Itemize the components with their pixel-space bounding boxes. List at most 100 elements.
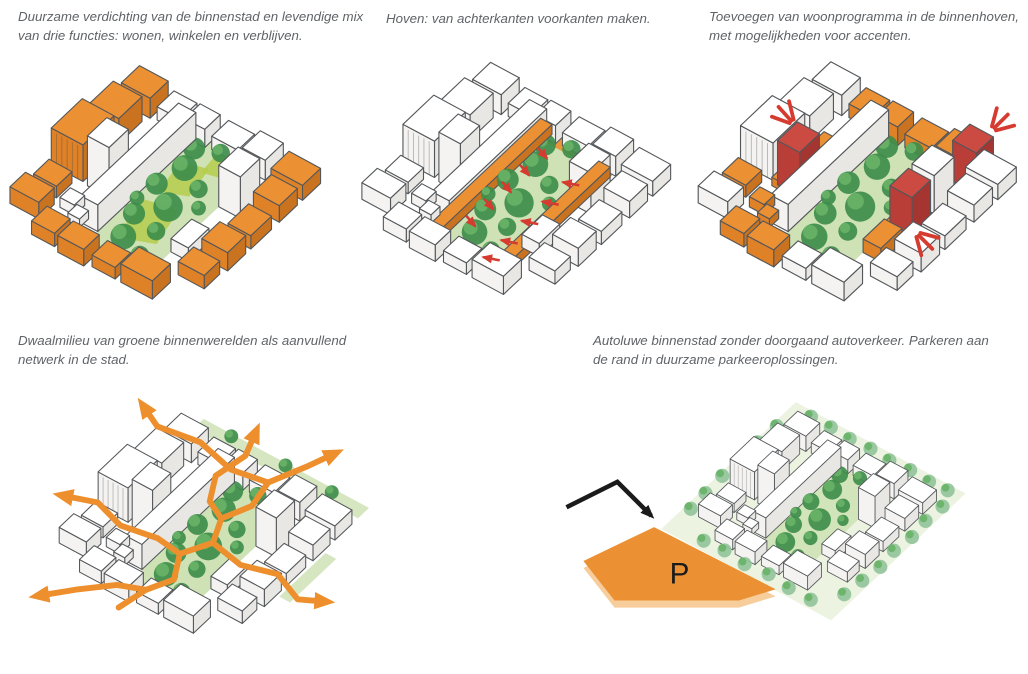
building-face	[50, 98, 115, 146]
building-face	[826, 549, 860, 573]
tree	[824, 420, 833, 429]
tree	[173, 531, 181, 540]
building-face	[472, 61, 520, 96]
diagram-densification	[9, 65, 322, 300]
tree	[804, 531, 813, 540]
building-face	[920, 202, 967, 237]
tree	[147, 173, 160, 186]
building-face	[952, 123, 994, 154]
building-face	[620, 146, 672, 182]
diagram-autoluw: P	[565, 402, 966, 621]
tree	[883, 453, 892, 462]
orange-route	[28, 581, 149, 603]
tree	[716, 469, 724, 478]
building-face	[779, 77, 835, 117]
spark	[787, 99, 796, 122]
tree	[563, 141, 574, 152]
building-face	[781, 240, 823, 269]
tree	[481, 187, 491, 196]
building-face	[734, 529, 768, 553]
building-face	[125, 447, 235, 545]
orange-route	[115, 449, 344, 611]
spark	[994, 123, 1017, 133]
building-face	[131, 461, 172, 491]
red-arrow	[540, 198, 560, 208]
orange-route	[209, 539, 336, 610]
buildings-layer	[361, 61, 672, 295]
building-face	[67, 203, 90, 220]
building-face	[120, 65, 169, 99]
figure-caption-hoven: Hoven: van achterkanten voorkanten maken…	[386, 11, 651, 26]
building-face	[752, 439, 842, 519]
figure-caption-woonprogramma: Toevoegen van woonprogramma in de binnen…	[709, 9, 1019, 44]
building-face	[86, 117, 129, 149]
tree	[782, 581, 791, 590]
tree	[836, 499, 845, 508]
tree	[188, 515, 201, 527]
tree	[874, 560, 883, 569]
building-face	[9, 171, 55, 203]
building-face	[438, 113, 481, 145]
spark	[914, 235, 924, 258]
building-face	[769, 99, 890, 205]
tree	[148, 222, 159, 234]
building-face	[80, 500, 119, 528]
building-face	[277, 474, 318, 503]
building-face	[858, 473, 891, 497]
spark	[992, 112, 1010, 130]
building-face	[170, 218, 210, 249]
tree	[229, 521, 240, 532]
tree	[776, 533, 788, 545]
figure-caption-autoluw: Autoluwe binnenstad zonder doorgaand aut…	[593, 333, 989, 368]
tree	[847, 192, 864, 210]
tree	[838, 587, 846, 596]
building-face	[714, 518, 745, 541]
building-face	[30, 205, 71, 234]
tree	[155, 193, 172, 210]
building-face	[79, 102, 197, 206]
building-face	[862, 218, 903, 249]
building-face	[408, 216, 452, 246]
tree	[905, 142, 917, 154]
building-face	[884, 494, 920, 519]
building-face	[889, 167, 932, 199]
tree	[279, 459, 288, 467]
building-face	[79, 545, 117, 572]
building-face	[811, 61, 861, 96]
building-face	[361, 167, 407, 199]
tree	[697, 534, 706, 543]
building-face	[736, 504, 757, 519]
building-face	[821, 528, 852, 552]
accent-sparks	[770, 99, 1017, 258]
tree	[853, 471, 862, 480]
tree	[803, 493, 814, 504]
diagram-woonprogramma	[697, 61, 1017, 302]
building-face	[120, 246, 171, 282]
tree	[684, 502, 693, 511]
building-face	[578, 199, 623, 232]
orange-route	[52, 489, 183, 557]
building-face	[431, 99, 548, 202]
red-arrow	[483, 197, 495, 211]
red-arrow	[499, 237, 518, 247]
building-face	[255, 489, 296, 519]
tree	[192, 201, 201, 210]
building-face	[57, 220, 100, 250]
building-face	[592, 126, 635, 157]
red-arrow	[481, 254, 500, 264]
buildings-layer	[9, 65, 322, 300]
buildings-layer	[683, 409, 955, 607]
tree	[506, 189, 523, 206]
tree	[112, 224, 127, 240]
tree	[821, 190, 831, 199]
spark	[918, 231, 941, 240]
building-face	[288, 515, 331, 546]
tree	[231, 541, 239, 549]
building-face	[241, 130, 284, 161]
orange-route	[206, 422, 260, 522]
tree	[865, 154, 881, 170]
building-face	[552, 216, 597, 249]
tree	[762, 567, 771, 576]
building-face	[783, 410, 821, 437]
